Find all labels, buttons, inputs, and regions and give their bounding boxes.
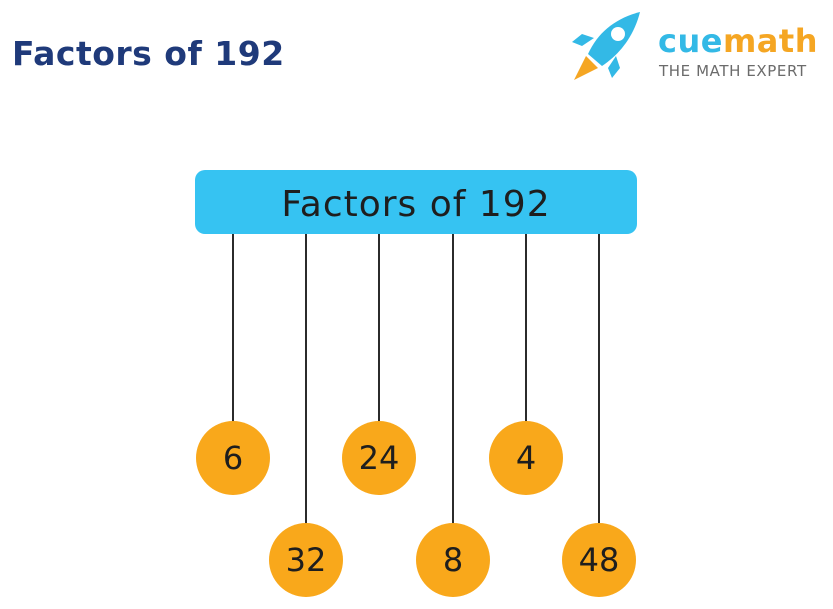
factor-circle bbox=[342, 421, 416, 495]
factor-node: 4 bbox=[489, 421, 563, 495]
factor-label: 8 bbox=[443, 541, 463, 579]
factor-node: 6 bbox=[196, 421, 270, 495]
factor-circle bbox=[196, 421, 270, 495]
factor-label: 4 bbox=[516, 439, 536, 477]
factor-node: 48 bbox=[562, 523, 636, 597]
factor-circle bbox=[416, 523, 490, 597]
factor-circle bbox=[562, 523, 636, 597]
connectors bbox=[232, 230, 600, 560]
factor-label: 24 bbox=[359, 439, 400, 477]
logo-wordmark-math: math bbox=[722, 22, 818, 60]
factor-label: 6 bbox=[223, 439, 243, 477]
cuemath-logo: cuemath THE MATH EXPERT bbox=[568, 8, 828, 86]
logo-wordmark-cue: cue bbox=[658, 22, 723, 60]
factors-bar-label: Factors of 192 bbox=[281, 184, 550, 225]
factor-circle bbox=[269, 523, 343, 597]
rocket-icon bbox=[572, 12, 640, 80]
factor-node: 8 bbox=[416, 523, 490, 597]
factor-label: 48 bbox=[579, 541, 620, 579]
page-title: Factors of 192 bbox=[12, 34, 285, 73]
logo-tagline: THE MATH EXPERT bbox=[659, 62, 807, 80]
logo-wordmark: cuemath bbox=[658, 22, 818, 60]
factor-node: 24 bbox=[342, 421, 416, 495]
factors-bar bbox=[195, 170, 637, 234]
factor-label: 32 bbox=[286, 541, 327, 579]
factor-node: 32 bbox=[269, 523, 343, 597]
factor-circle bbox=[489, 421, 563, 495]
